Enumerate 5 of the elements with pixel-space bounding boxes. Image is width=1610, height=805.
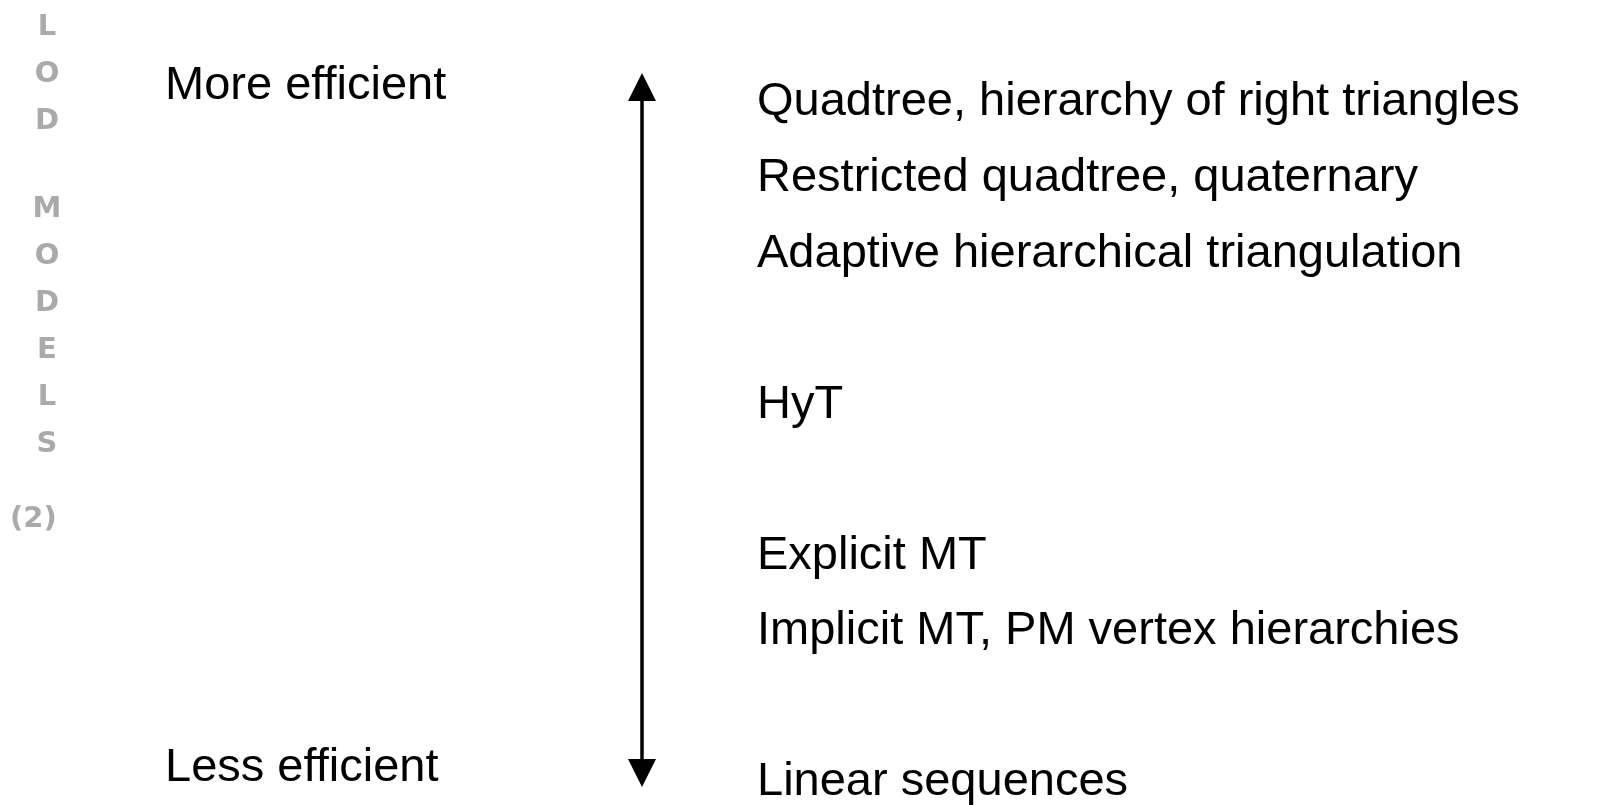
scale-label: More efficient xyxy=(165,58,447,106)
side-heading: LOD xyxy=(29,8,65,149)
scale-label: Less efficient xyxy=(165,740,439,788)
side-heading: MODELS xyxy=(29,190,65,472)
side-heading: (2) xyxy=(10,499,57,536)
